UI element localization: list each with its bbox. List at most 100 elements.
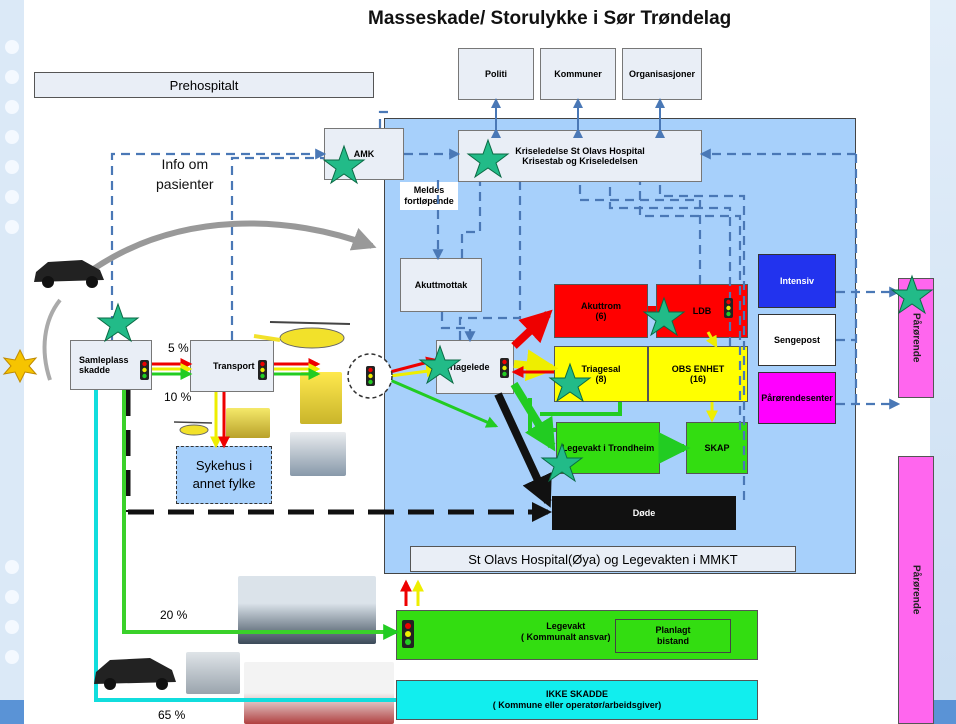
triage-to-legevakt (510, 381, 556, 452)
planlagt-box: Planlagt bistand (615, 619, 731, 653)
amk-top (378, 110, 388, 128)
pct-20-label: 20 % (160, 608, 188, 622)
car-icon (34, 260, 104, 288)
star-triage (418, 344, 462, 385)
parorendesenter-box: Pårørendesenter (758, 372, 836, 424)
decor-dot (5, 620, 19, 634)
info-label: Info om pasienter (156, 154, 214, 194)
star-samleplass (96, 302, 140, 343)
samleplass-line1: Samleplass (79, 355, 129, 365)
legevakt-box: Legevakt ( Kommunalt ansvar) Planlagt bi… (396, 610, 758, 660)
kommuner-label: Kommuner (554, 69, 602, 79)
akuttmottak-label: Akuttmottak (414, 280, 468, 290)
legevakt-text: Legevakt ( Kommunalt ansvar) (521, 621, 611, 643)
star-kriseledelse (466, 138, 510, 179)
info-line (110, 148, 327, 340)
ikke-skadde-box: IKKE SKADDE ( Kommune eller operatør/arb… (396, 680, 758, 720)
parorende-bottom-box: Pårørende (898, 456, 934, 724)
organisasjoner-label: Organisasjoner (628, 69, 696, 79)
decor-dot (5, 590, 19, 604)
akuttrom-box: Akuttrom (6) (554, 284, 648, 338)
decor-dot (5, 70, 19, 84)
skap-label: SKAP (704, 443, 730, 453)
politi-label: Politi (485, 69, 507, 79)
star-legevakt (540, 442, 584, 483)
intensiv-box: Intensiv (758, 254, 836, 308)
info-line2: pasienter (156, 176, 214, 192)
star-parorende (890, 274, 934, 315)
dode-to-kriseledelse (658, 182, 746, 500)
samleplass-line2: skadde (79, 365, 111, 375)
pct-10-label: 10 % (164, 390, 192, 404)
st-olavs-label: St Olavs Hospital(Øya) og Legevakten i M… (468, 551, 738, 567)
star-amk (322, 144, 366, 185)
transport-label: Transport (213, 361, 255, 371)
kommuner-box: Kommuner (540, 48, 616, 100)
kriseledelse-line1: Kriseledelse St Olavs Hospital (515, 146, 645, 156)
triage-to-kriseledelse (458, 182, 522, 340)
samleplass-box: Samleplass skadde (70, 340, 152, 390)
ambulance-small-photo (226, 408, 270, 438)
akuttrom-line1: Akuttrom (581, 301, 621, 311)
politi-box: Politi (458, 48, 534, 100)
decor-dot (5, 130, 19, 144)
right-decor-band (930, 0, 956, 724)
meldes-box: Meldes fortløpende (400, 182, 458, 210)
decor-dot (5, 100, 19, 114)
helicopter-icon (253, 321, 351, 349)
kriseledelse-line2: Krisestab og Kriseledelsen (522, 156, 638, 166)
planlagt-line2: bistand (656, 636, 689, 646)
planlagt-line1: Planlagt (655, 625, 691, 635)
triage-to-dode (494, 392, 552, 508)
star-triagesal (548, 362, 592, 403)
sengepost-box: Sengepost (758, 314, 836, 366)
triagelede-label: Triagelede (445, 362, 490, 372)
triage-to-triagesal (513, 349, 559, 382)
pct-5-label: 5 % (168, 341, 189, 355)
ikke-line2: ( Kommune eller operatør/arbeidsgiver) (492, 700, 662, 710)
ldb-label: LDB (692, 306, 712, 316)
meldes-line1: Meldes (413, 185, 445, 195)
decor-dot (5, 560, 19, 574)
flow-green-3 (389, 378, 499, 428)
sykehus-line2: annet fylke (192, 476, 256, 491)
parorende-top-label: Pårørende (910, 313, 922, 363)
legevakt-line2: ( Kommunalt ansvar) (521, 632, 611, 642)
akuttmottak-box: Akuttmottak (400, 258, 482, 312)
corner-accent (930, 700, 956, 724)
flow-yellow-3 (389, 365, 439, 378)
info-line1: Info om (161, 156, 209, 172)
decor-dot (5, 190, 19, 204)
organisasjoner-box: Organisasjoner (622, 48, 702, 100)
transport-to-amk (230, 156, 324, 340)
skap-box: SKAP (686, 422, 748, 474)
obs-enhet-box: OBS ENHET (16) (648, 346, 748, 402)
prehospital-label: Prehospitalt (169, 77, 239, 93)
akuttmottak-to-triage (440, 312, 476, 343)
red-bus-photo (244, 662, 394, 724)
grey-curved-arrow (90, 220, 377, 273)
dode-box: Døde (552, 496, 736, 530)
akuttmottak-to-kriseledelse (460, 182, 482, 258)
ambulance-photo (300, 372, 342, 424)
amk-label: AMK (353, 149, 375, 159)
parorende-bottom-label: Pårørende (910, 565, 922, 615)
sengepost-label: Sengepost (773, 335, 820, 345)
parorendesenter-label: Pårørendesenter (761, 393, 833, 403)
legevakt-line1: Legevakt (546, 621, 586, 631)
page-title: Masseskade/ Storulykke i Sør Trøndelag (368, 8, 732, 29)
traffic-lights (140, 298, 733, 648)
skap-to-kriseledelse (638, 182, 742, 430)
legevakt-trondheim-label: Legevakt i Trondheim (561, 443, 655, 453)
bus-photo (290, 432, 346, 476)
legevakt-trondheim-box: Legevakt i Trondheim (556, 422, 660, 474)
yellow-from-ldb (706, 331, 718, 349)
obs-line1: OBS ENHET (671, 364, 725, 374)
decor-dot (5, 220, 19, 234)
yellow-burst (2, 348, 38, 384)
triagesal-line1: Triagesal (581, 364, 621, 374)
corner-accent (0, 700, 24, 724)
triagesal-line2: (8) (595, 374, 607, 384)
